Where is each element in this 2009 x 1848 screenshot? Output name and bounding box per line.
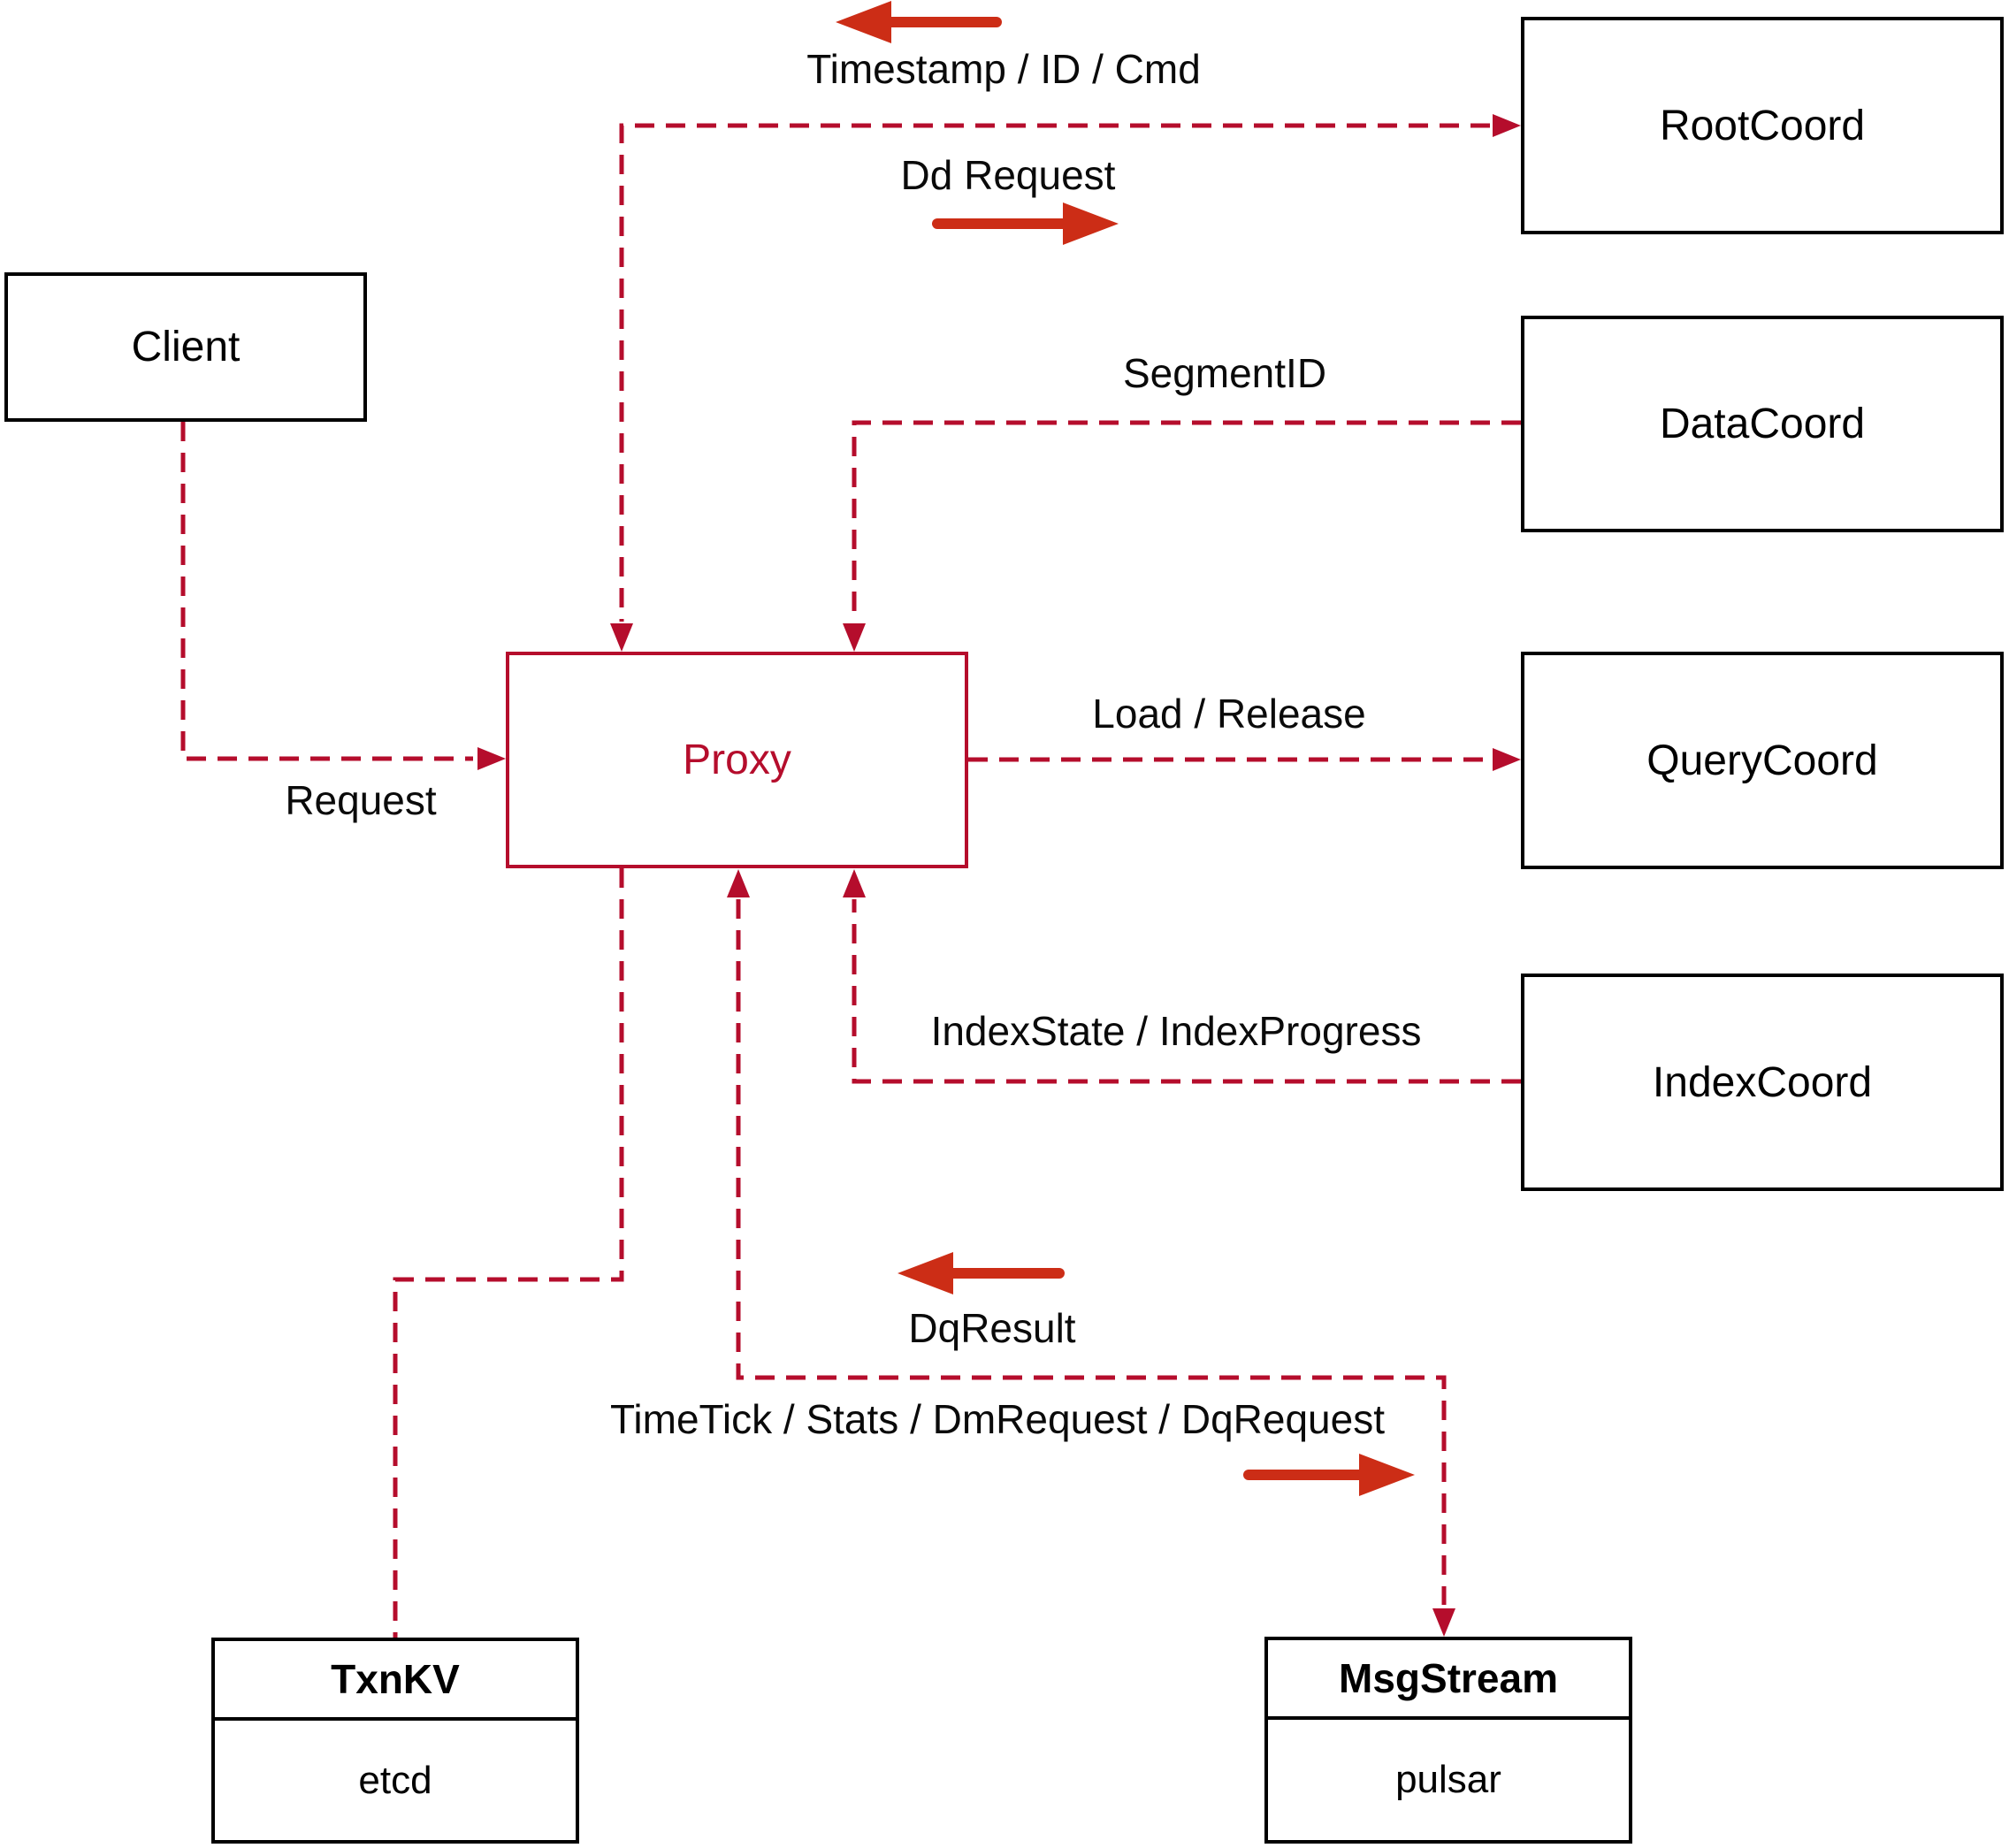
proxy-node: Proxy [506,652,968,868]
rootcoord-node: RootCoord [1521,17,2004,234]
txnkv-subtitle: etcd [358,1758,432,1802]
proxy-label: Proxy [683,737,791,783]
arrowhead-into-proxy-top-left [610,623,633,652]
querycoord-label: QueryCoord [1646,737,1878,784]
direction-arrow-left-dqresult [898,1252,1065,1294]
edge-client-proxy [180,422,473,761]
arrowhead-into-proxy-bottom-left [727,869,750,897]
txnkv-node: TxnKV etcd [211,1638,579,1844]
edge-proxy-txnkv [393,868,624,1638]
txnkv-title: TxnKV [215,1641,576,1721]
edge-label-load-release: Load / Release [1092,691,1366,737]
client-label: Client [131,324,241,370]
arrowhead-into-proxy-left [477,747,506,770]
edge-proxy-msgstream [736,899,1447,1605]
edge-proxy-rootcoord [619,123,1490,622]
msgstream-node: MsgStream pulsar [1264,1637,1632,1844]
arrowhead-into-proxy-top-right [843,623,866,652]
edge-label-dqresult: DqResult [908,1305,1076,1351]
arrowhead-into-msgstream [1432,1608,1455,1637]
edge-label-request: Request [285,777,437,823]
indexcoord-label: IndexCoord [1652,1058,1873,1106]
querycoord-node: QueryCoord [1521,652,2004,869]
direction-arrow-right-ddrequest [932,202,1119,245]
arrowhead-into-querycoord [1493,748,1521,771]
edge-indexcoord-proxy [852,899,1521,1084]
msgstream-subtitle: pulsar [1395,1758,1501,1801]
rootcoord-label: RootCoord [1659,102,1866,149]
edge-datacoord-proxy [852,420,1521,622]
edge-label-segmentid: SegmentID [1122,350,1327,396]
direction-arrow-right-timetick [1243,1454,1415,1496]
indexcoord-node: IndexCoord [1521,974,2004,1191]
msgstream-title: MsgStream [1268,1640,1629,1720]
arrowhead-into-rootcoord [1493,114,1521,137]
edge-label-timestamp-id-cmd: Timestamp / ID / Cmd [806,46,1201,92]
datacoord-node: DataCoord [1521,316,2004,532]
edge-label-timetick-stats-dmrequest-dqrequest: TimeTick / Stats / DmRequest / DqRequest [610,1396,1385,1442]
edge-label-dd-request: Dd Request [900,152,1116,198]
arrowhead-into-proxy-bottom-right [843,869,866,897]
datacoord-label: DataCoord [1659,401,1866,447]
client-node: Client [4,272,367,422]
direction-arrow-left-timestamp [836,1,1002,43]
edge-label-indexstate-indexprogress: IndexState / IndexProgress [930,1008,1422,1054]
